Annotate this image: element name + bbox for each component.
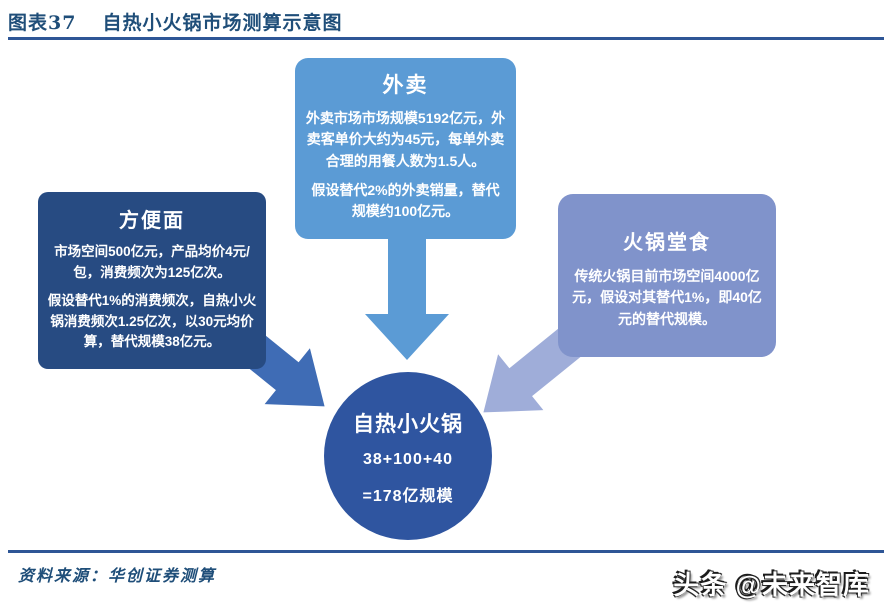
- figure-title: 图表37 自热小火锅市场测算示意图: [8, 8, 342, 35]
- hotpot-dinein-box-para1: 传统火锅目前市场空间4000亿元，假设对其替代1%，即40亿元的替代规模。: [572, 268, 762, 327]
- takeout-box-para2: 假设替代2%的外卖销量，替代规模约100亿元。: [311, 181, 500, 220]
- result-circle-total: =178亿规模: [362, 488, 454, 505]
- takeout-box-title: 外卖: [382, 74, 429, 97]
- instant-noodles-box-title: 方便面: [119, 210, 185, 232]
- header-divider-line: [8, 37, 884, 40]
- result-circle: 自热小火锅 38+100+40 =178亿规模: [324, 372, 492, 540]
- instant-noodles-box-para2: 假设替代1%的消费频次，自热小火锅消费频次1.25亿次，以30元均价算，替代规模…: [47, 293, 257, 350]
- footer-divider-line: [8, 550, 884, 553]
- result-circle-title: 自热小火锅: [353, 413, 463, 436]
- takeout-box: 外卖 外卖市场市场规模5192亿元，外卖客单价大约为45元，每单外卖合理的用餐人…: [295, 58, 516, 239]
- figure-title-text: 自热小火锅市场测算示意图: [102, 12, 343, 34]
- instant-noodles-box: 方便面 市场空间500亿元，产品均价4元/包，消费频次为125亿次。 假设替代1…: [38, 192, 266, 369]
- arrow-takeout-to-circle-icon: [365, 238, 449, 360]
- hotpot-dinein-box-title: 火锅堂食: [623, 232, 711, 254]
- source-note: 资料来源：华创证券测算: [18, 566, 217, 585]
- instant-noodles-box-para1: 市场空间500亿元，产品均价4元/包，消费频次为125亿次。: [54, 244, 250, 280]
- figure-label: 图表37: [8, 12, 77, 34]
- takeout-box-para1: 外卖市场市场规模5192亿元，外卖客单价大约为45元，每单外卖合理的用餐人数为1…: [305, 110, 506, 169]
- hotpot-dinein-box: 火锅堂食 传统火锅目前市场空间4000亿元，假设对其替代1%，即40亿元的替代规…: [558, 194, 776, 357]
- watermark-toutiao: 头条 @未来智库: [673, 570, 870, 600]
- result-circle-sum: 38+100+40: [363, 451, 453, 468]
